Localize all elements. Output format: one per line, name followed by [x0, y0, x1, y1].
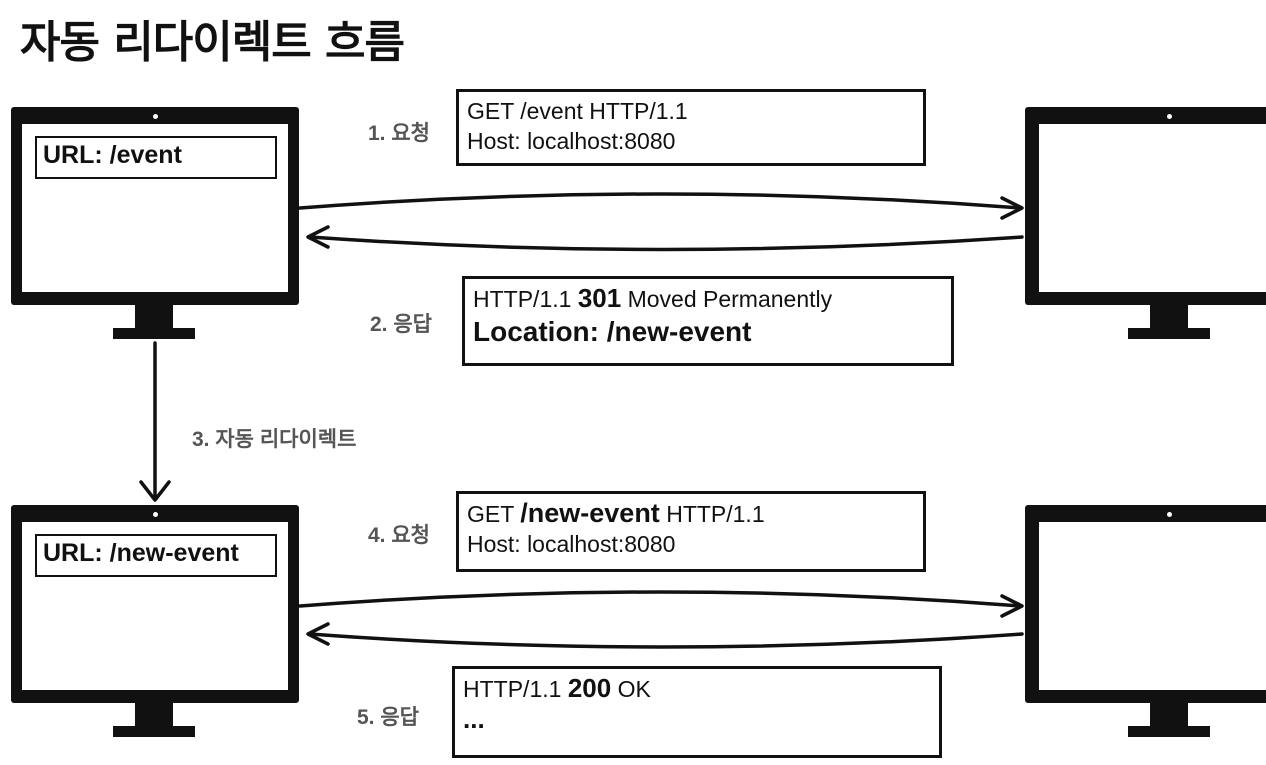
response-arrow-5: [308, 632, 1024, 649]
request-line: GET /new-event HTTP/1.1: [467, 498, 765, 528]
camera-dot: [153, 512, 158, 517]
page-title: 자동 리다이렉트 흐름: [20, 17, 405, 68]
camera-dot: [1167, 114, 1172, 119]
status-code-200: 200: [567, 673, 612, 703]
address-bar-bottom: URL: /new-event: [35, 534, 277, 577]
server-screen-bottom: [1025, 505, 1266, 703]
status-code-301: 301: [577, 283, 622, 313]
step-4-label: 4. 요청: [368, 524, 430, 547]
request-line: GET /event HTTP/1.1: [467, 98, 688, 124]
camera-dot: [1167, 512, 1172, 517]
step-1-label: 1. 요청: [368, 122, 430, 145]
request-arrow-4: [298, 590, 1022, 608]
response-arrow-2: [308, 235, 1024, 252]
request-path: /new-event: [520, 498, 660, 528]
http-request-1: GET /event HTTP/1.1 Host: localhost:8080: [456, 89, 926, 166]
request-arrow-1: [298, 192, 1022, 210]
step-5-label: 5. 응답: [357, 706, 419, 729]
http-response-5: HTTP/1.1 200 OK ...: [452, 666, 942, 758]
address-bar-top: URL: /event: [35, 136, 277, 179]
server-screen-top: [1025, 107, 1266, 305]
step-3-label: 3. 자동 리다이렉트: [192, 428, 357, 451]
status-line: HTTP/1.1 301 Moved Permanently: [473, 283, 833, 313]
step-2-label: 2. 응답: [370, 313, 432, 336]
body-ellipsis: ...: [463, 704, 485, 734]
camera-dot: [153, 114, 158, 119]
host-header: Host: localhost:8080: [467, 531, 676, 557]
http-response-2: HTTP/1.1 301 Moved Permanently Location:…: [462, 276, 954, 366]
http-request-4: GET /new-event HTTP/1.1 Host: localhost:…: [456, 491, 926, 572]
status-line: HTTP/1.1 200 OK: [463, 673, 651, 703]
host-header: Host: localhost:8080: [467, 128, 676, 154]
location-header: Location: /new-event: [473, 316, 752, 347]
